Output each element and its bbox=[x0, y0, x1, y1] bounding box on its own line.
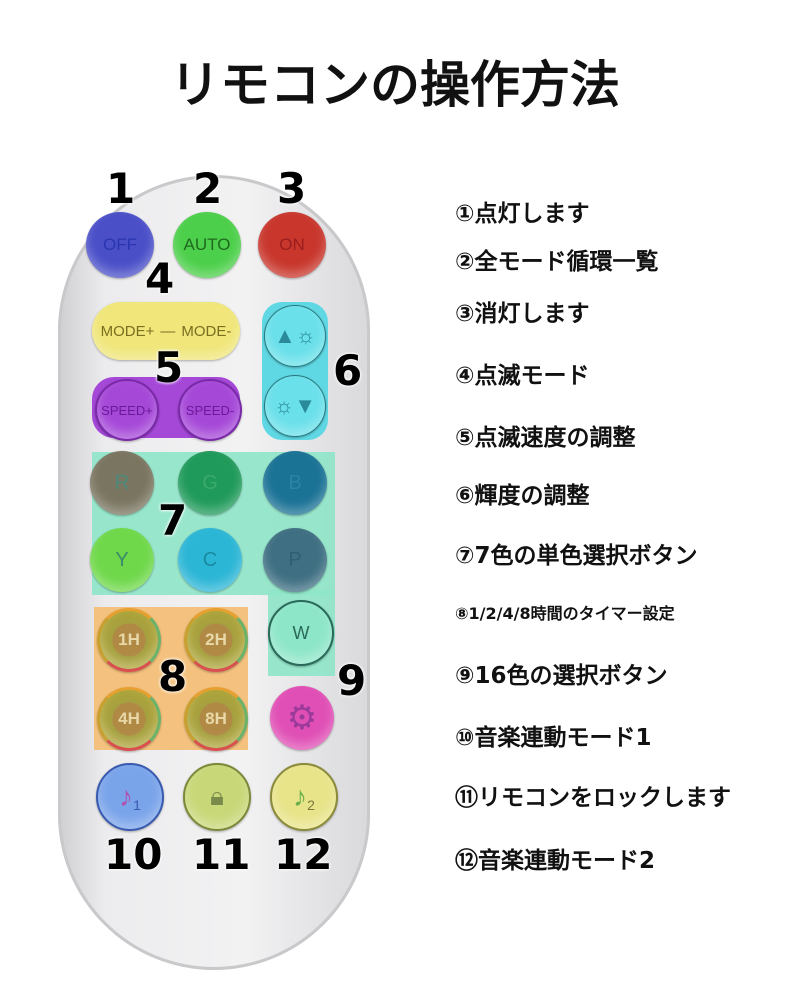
legend-item: ⑪リモコンをロックします bbox=[455, 785, 731, 811]
color-button-y[interactable]: Y bbox=[90, 528, 154, 592]
legend-item: ①点灯します bbox=[455, 201, 590, 227]
color-button-r[interactable]: R bbox=[90, 451, 154, 515]
brightness-down-icon: ☼▼ bbox=[274, 393, 316, 418]
timer-label: 4H bbox=[118, 709, 140, 728]
color-button-c[interactable]: C bbox=[178, 528, 242, 592]
lock-icon: 🔒︎ bbox=[210, 781, 224, 811]
legend-item: ⑦7色の単色選択ボタン bbox=[455, 543, 698, 569]
on-label: ON bbox=[279, 235, 305, 254]
legend-item: ⑤点滅速度の調整 bbox=[455, 425, 636, 451]
color-label: B bbox=[288, 471, 302, 494]
brightness-up-icon: ▲☼ bbox=[274, 323, 316, 348]
mode-plus-button[interactable]: MODE+ bbox=[100, 322, 155, 340]
legend-item: ⑥輝度の調整 bbox=[455, 483, 590, 509]
brightness-up-button[interactable]: ▲☼ bbox=[264, 305, 326, 367]
mode-separator: — bbox=[160, 322, 176, 340]
number-3: 3 bbox=[277, 164, 307, 213]
music-mode-2-button[interactable]: ♪2 bbox=[270, 763, 338, 831]
color-button-b[interactable]: B bbox=[263, 451, 327, 515]
page-title: リモコンの操作方法 bbox=[170, 56, 620, 114]
on-button[interactable]: ON bbox=[258, 212, 326, 278]
color-label: R bbox=[114, 471, 130, 494]
legend-item: ⑫音楽連動モード2 bbox=[455, 848, 656, 874]
16-color-button[interactable]: ⚙ bbox=[270, 686, 334, 750]
color-label: Y bbox=[115, 548, 129, 571]
off-button[interactable]: OFF bbox=[86, 212, 154, 278]
mode-button-pair: MODE+ — MODE- bbox=[92, 302, 240, 360]
number-8: 8 bbox=[158, 652, 188, 701]
number-4: 4 bbox=[145, 254, 175, 303]
mode-minus-button[interactable]: MODE- bbox=[181, 322, 232, 340]
speed-plus-label: SPEED+ bbox=[101, 402, 153, 418]
timer-1h-button[interactable]: 1H bbox=[97, 608, 161, 672]
number-7: 7 bbox=[158, 496, 188, 545]
gear-icon: ⚙ bbox=[286, 699, 318, 737]
speed-minus-label: SPEED- bbox=[185, 402, 235, 418]
music-mode-sub: 2 bbox=[307, 797, 315, 813]
music-note-icon: ♪ bbox=[293, 781, 308, 812]
color-label: W bbox=[292, 622, 310, 643]
legend-item: ⑨16色の選択ボタン bbox=[455, 663, 668, 689]
brightness-down-button[interactable]: ☼▼ bbox=[264, 375, 326, 437]
timer-label: 2H bbox=[205, 630, 227, 649]
timer-label: 8H bbox=[205, 709, 227, 728]
lock-button[interactable]: 🔒︎ bbox=[183, 763, 251, 831]
timer-label: 1H bbox=[118, 630, 140, 649]
legend-item: ③消灯します bbox=[455, 301, 590, 327]
music-note-icon: ♪ bbox=[119, 781, 134, 812]
number-12: 12 bbox=[274, 830, 333, 879]
color-label: G bbox=[202, 471, 218, 494]
color-label: C bbox=[202, 548, 218, 571]
number-10: 10 bbox=[104, 830, 163, 879]
number-2: 2 bbox=[193, 164, 223, 213]
auto-button[interactable]: AUTO bbox=[173, 212, 241, 278]
speed-plus-button[interactable]: SPEED+ bbox=[95, 379, 159, 441]
speed-minus-button[interactable]: SPEED- bbox=[178, 379, 242, 441]
music-mode-1-button[interactable]: ♪1 bbox=[96, 763, 164, 831]
music-mode-sub: 1 bbox=[133, 797, 141, 813]
timer-8h-button[interactable]: 8H bbox=[184, 687, 248, 751]
timer-4h-button[interactable]: 4H bbox=[97, 687, 161, 751]
color-label: P bbox=[288, 548, 302, 571]
timer-2h-button[interactable]: 2H bbox=[184, 608, 248, 672]
number-5: 5 bbox=[154, 343, 184, 392]
number-6: 6 bbox=[333, 346, 363, 395]
legend-item: ④点滅モード bbox=[455, 363, 590, 389]
color-button-w[interactable]: W bbox=[268, 600, 334, 666]
number-11: 11 bbox=[192, 830, 251, 879]
number-1: 1 bbox=[106, 164, 136, 213]
legend-item: ②全モード循環一覧 bbox=[455, 249, 659, 275]
auto-label: AUTO bbox=[183, 235, 231, 254]
legend-item: ⑧1/2/4/8時間のタイマー設定 bbox=[455, 604, 675, 623]
number-9: 9 bbox=[337, 656, 367, 705]
off-label: OFF bbox=[103, 235, 137, 254]
color-button-p[interactable]: P bbox=[263, 528, 327, 592]
color-button-g[interactable]: G bbox=[178, 451, 242, 515]
legend-item: ⑩音楽連動モード1 bbox=[455, 725, 652, 751]
